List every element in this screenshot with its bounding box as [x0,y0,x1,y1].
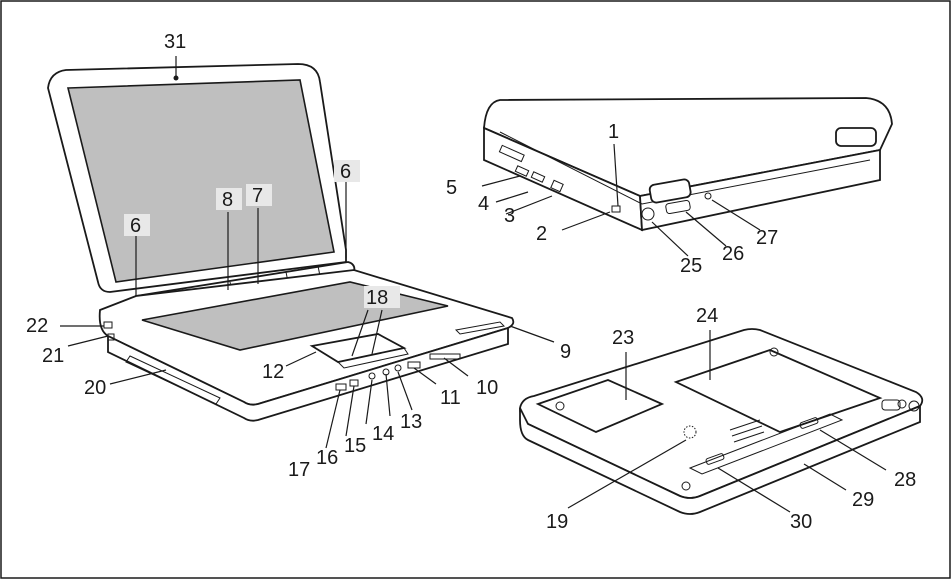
label-11: 11 [440,387,461,409]
label-5: 5 [446,177,457,199]
label-31: 31 [164,31,186,53]
label-26: 26 [722,243,744,265]
notebook-underside-view [519,328,924,515]
label-29: 29 [852,489,874,511]
label-6-left: 6 [130,215,141,237]
label-16: 16 [316,447,338,469]
label-13: 13 [400,411,422,433]
display-screen [66,79,335,283]
label-24: 24 [696,305,718,327]
label-27: 27 [756,227,778,249]
label-3: 3 [504,205,515,227]
label-4: 4 [478,193,489,215]
hard-disk-cover [673,349,883,433]
open-notebook-view [47,63,515,422]
label-9: 9 [560,341,571,363]
label-2: 2 [536,223,547,245]
closed-notebook-rear-view [483,97,893,232]
label-8: 8 [222,189,233,211]
underside-edge [519,404,921,515]
optical-drive [125,355,221,405]
callout-labels: 31 6 6 8 7 18 22 21 20 12 9 10 11 13 14 … [26,31,916,533]
label-14: 14 [372,423,394,445]
label-22: 22 [26,315,48,337]
label-18: 18 [366,287,388,309]
label-23: 23 [612,327,634,349]
label-19: 19 [546,511,568,533]
leader-lines [60,56,887,513]
label-17: 17 [288,459,310,481]
label-6-right: 6 [340,161,351,183]
label-10: 10 [476,377,498,399]
label-1: 1 [608,121,619,143]
label-30: 30 [790,511,812,533]
base-front-edge [107,326,509,422]
memory-cover [535,379,665,433]
label-15: 15 [344,435,366,457]
label-7: 7 [252,185,263,207]
label-28: 28 [894,469,916,491]
label-25: 25 [680,255,702,277]
label-21: 21 [42,345,64,367]
label-12: 12 [262,361,284,383]
label-20: 20 [84,377,106,399]
battery-outline [688,413,844,475]
